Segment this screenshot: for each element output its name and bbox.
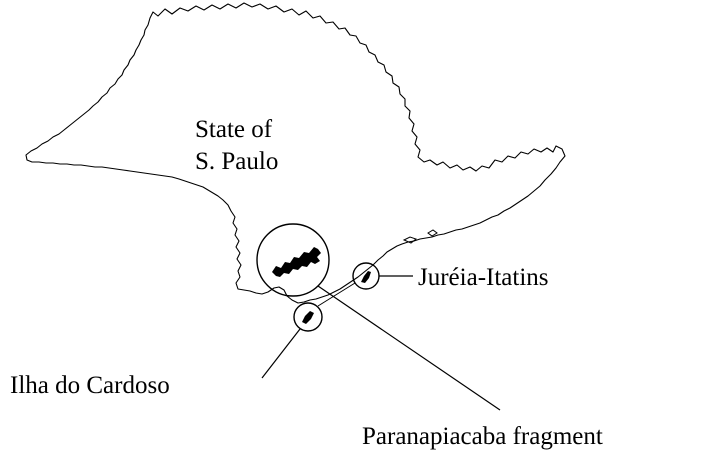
paranapiacaba-label: Paranapiacaba fragment <box>362 423 603 450</box>
jureia-label: Juréia-Itatins <box>418 264 549 291</box>
cardoso-label: Ilha do Cardoso <box>10 372 170 399</box>
paranapiacaba-leader <box>317 285 501 411</box>
paranapiacaba-fragment <box>272 247 321 277</box>
coastal-island <box>427 229 438 237</box>
state-label-line2: S. Paulo <box>195 148 278 175</box>
state-outline <box>25 2 566 304</box>
cardoso-fragment <box>302 311 314 324</box>
jureia-fragment <box>361 271 371 283</box>
paranapiacaba-circle <box>256 223 330 297</box>
jureia-connector <box>317 282 356 307</box>
state-label-line1: State of <box>195 116 273 143</box>
cardoso-circle <box>293 302 323 332</box>
cardoso-leader <box>261 328 301 379</box>
coastal-island <box>402 236 418 244</box>
